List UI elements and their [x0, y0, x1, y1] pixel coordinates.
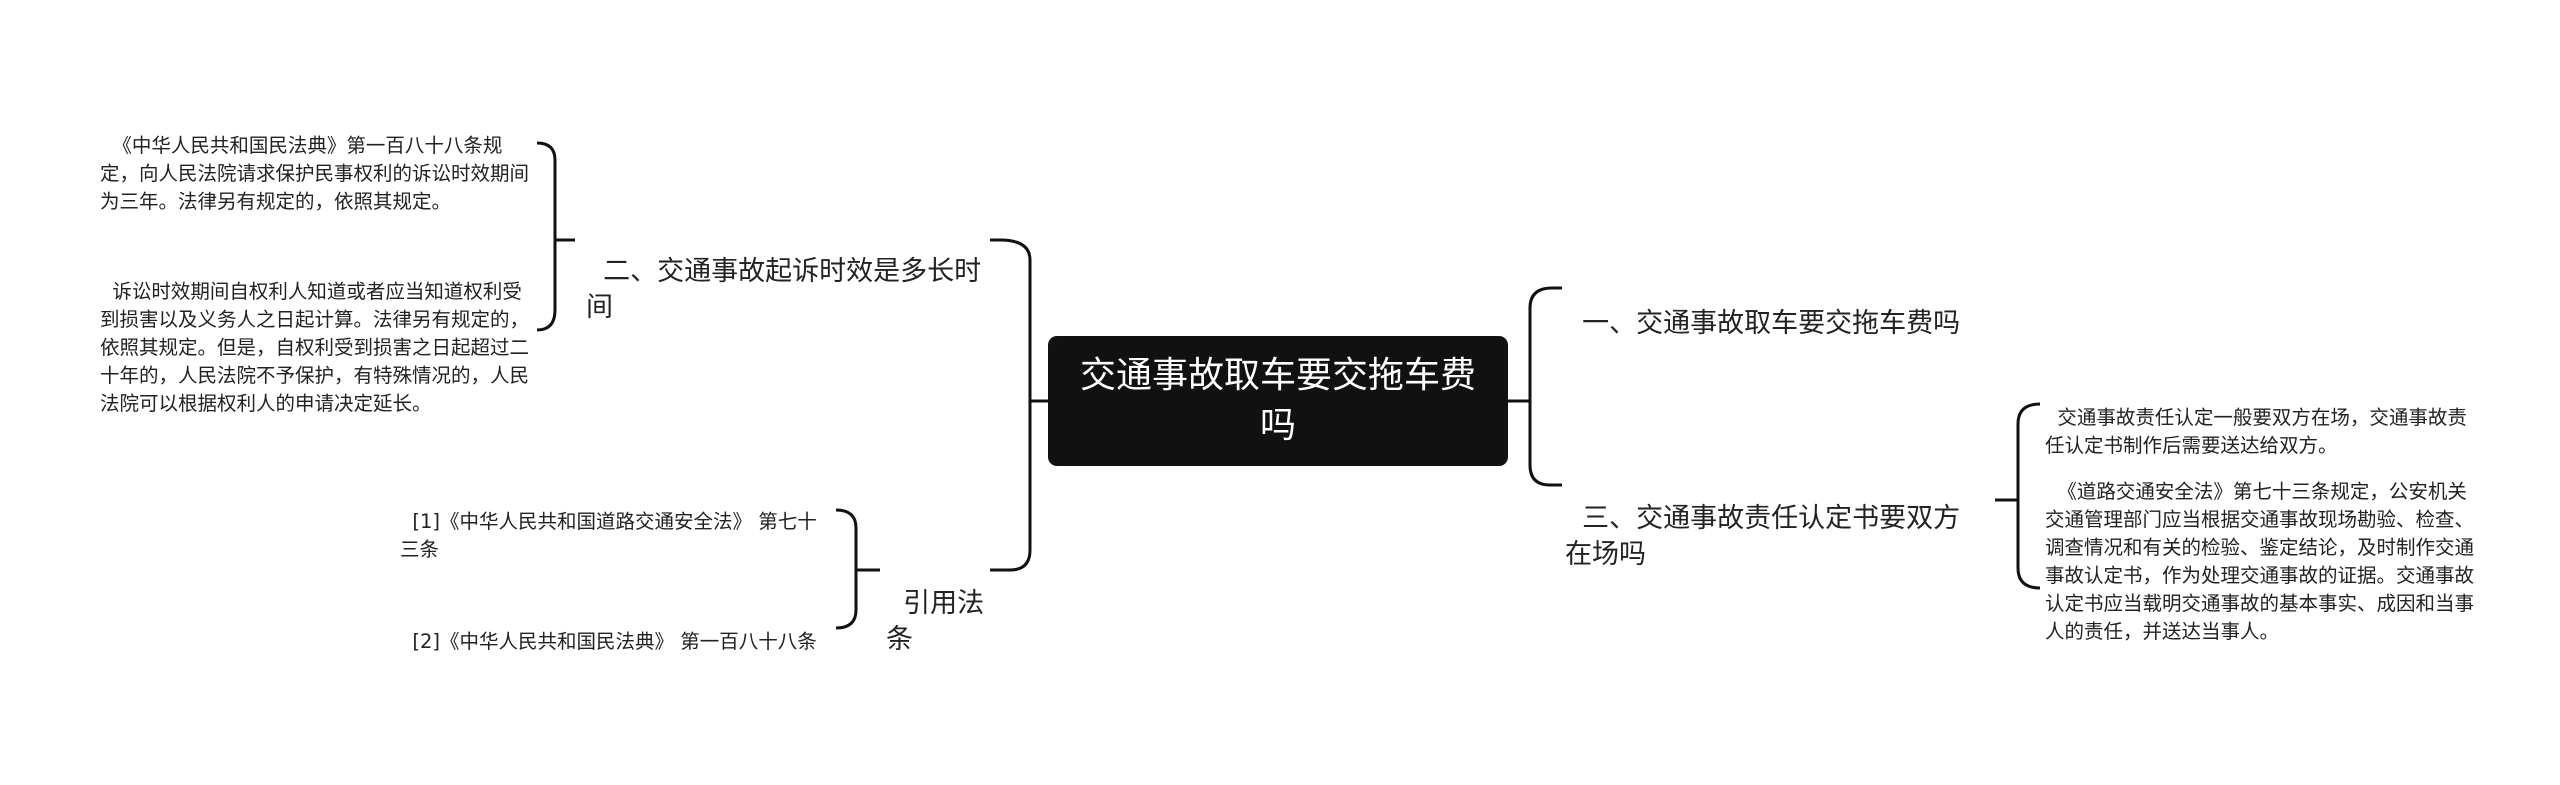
branch-label: 二、交通事故起诉时效是多长时间 — [586, 256, 982, 323]
branch-label: 引用法条 — [886, 588, 985, 655]
branch-label: 三、交通事故责任认定书要双方在场吗 — [1565, 503, 1961, 570]
branch-node-towing-fee[interactable]: 一、交通事故取车要交拖车费吗 — [1565, 270, 1985, 342]
link-branch3-leaves — [1995, 402, 2041, 590]
leaf-text: [1]《中华人民共和国道路交通安全法》 第七十三条 — [400, 510, 817, 561]
root-node[interactable]: 交通事故取车要交拖车费吗 — [1048, 336, 1508, 466]
leaf-node-both-parties-present[interactable]: 交通事故责任认定一般要双方在场，交通事故责任认定书制作后需要送达给双方。 — [2045, 376, 2477, 460]
leaf-text: 交通事故责任认定一般要双方在场，交通事故责任认定书制作后需要送达给双方。 — [2045, 406, 2467, 457]
leaf-text: 诉讼时效期间自权利人知道或者应当知道权利受到损害以及义务人之日起计算。法律另有规… — [100, 280, 530, 415]
leaf-text: 《道路交通安全法》第七十三条规定，公安机关交通管理部门应当根据交通事故现场勘验、… — [2045, 480, 2475, 643]
link-branch1-leaves — [536, 141, 575, 332]
link-left-trunk — [999, 238, 1032, 572]
leaf-node-limitation-period-start[interactable]: 诉讼时效期间自权利人知道或者应当知道权利受到损害以及义务人之日起计算。法律另有规… — [100, 250, 532, 418]
link-right-trunk — [1528, 286, 1553, 487]
leaf-node-traffic-safety-law-73[interactable]: 《道路交通安全法》第七十三条规定，公安机关交通管理部门应当根据交通事故现场勘验、… — [2045, 450, 2477, 646]
link-branch2-leaves — [835, 508, 880, 630]
leaf-node-citation-1[interactable]: [1]《中华人民共和国道路交通安全法》 第七十三条 — [400, 480, 825, 564]
branch-node-statute-of-limitations[interactable]: 二、交通事故起诉时效是多长时间 — [586, 218, 1006, 326]
branch-node-cited-laws[interactable]: 引用法条 — [886, 550, 1006, 658]
branch-node-liability-report[interactable]: 三、交通事故责任认定书要双方在场吗 — [1565, 465, 1980, 573]
leaf-node-citation-2[interactable]: [2]《中华人民共和国民法典》 第一百八十八条 — [400, 600, 825, 656]
leaf-node-civil-code-188[interactable]: 《中华人民共和国民法典》第一百八十八条规定，向人民法院请求保护民事权利的诉讼时效… — [100, 104, 532, 216]
leaf-text: 《中华人民共和国民法典》第一百八十八条规定，向人民法院请求保护民事权利的诉讼时效… — [100, 134, 530, 213]
branch-label: 一、交通事故取车要交拖车费吗 — [1582, 308, 1961, 339]
root-title: 交通事故取车要交拖车费吗 — [1079, 355, 1476, 446]
leaf-text: [2]《中华人民共和国民法典》 第一百八十八条 — [412, 630, 817, 653]
